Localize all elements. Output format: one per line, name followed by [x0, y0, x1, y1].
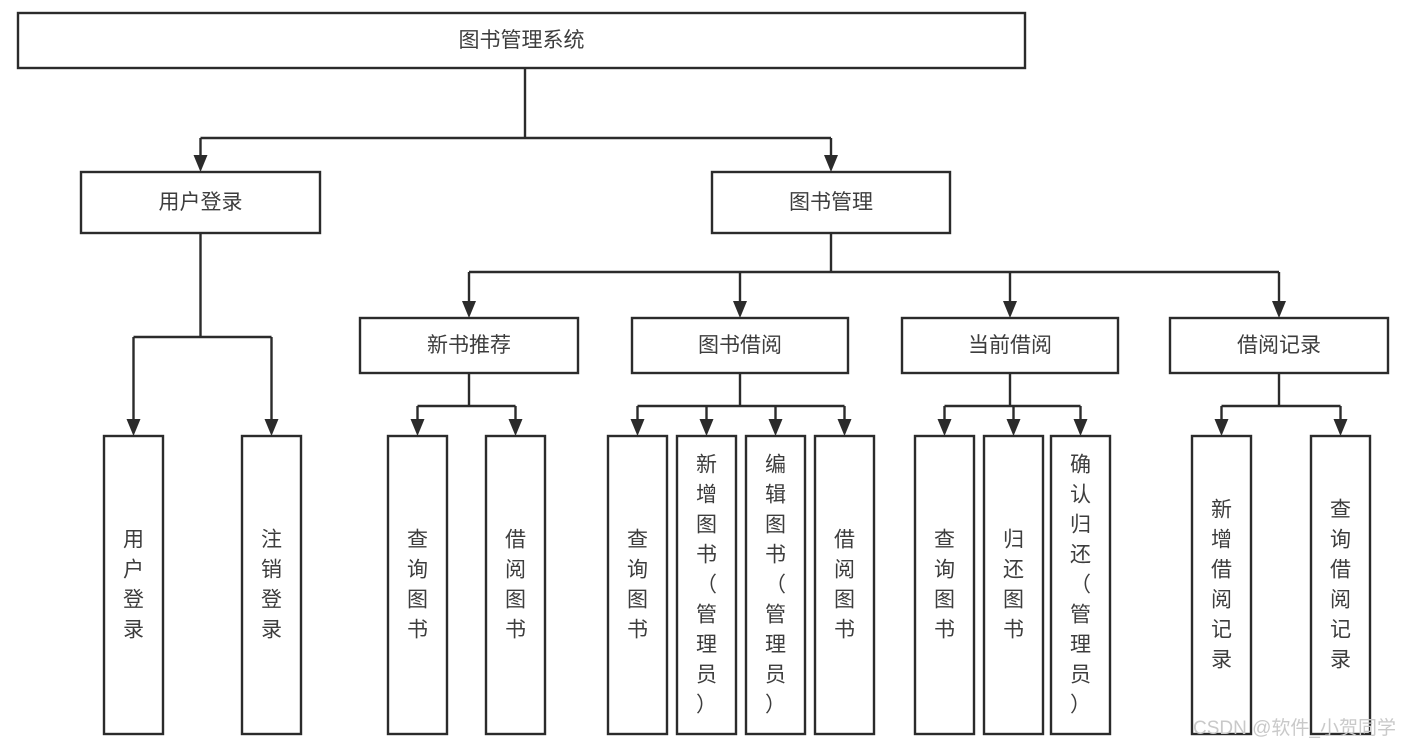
csdn-watermark: CSDN @软件_小贺同学	[1193, 717, 1396, 739]
node-box-borrow-record[interactable]	[1168, 316, 1390, 375]
leaf-user-login-arrow-0	[126, 419, 141, 436]
node-label-leaf-query-book-3: 查询图书	[934, 529, 955, 642]
node-box-book-borrow[interactable]	[630, 316, 850, 375]
leaf-borrow-record-arrow-1	[1333, 419, 1348, 436]
node-box-leaf-query-book-2[interactable]	[606, 434, 669, 736]
node-label-leaf-logout: 注销登录	[261, 529, 282, 642]
node-leaf-confirm-return[interactable]: 确认归还（管理员）	[1049, 434, 1112, 736]
node-box-book-manage[interactable]	[710, 170, 952, 235]
node-label-current-borrow: 当前借阅	[968, 334, 1052, 357]
node-leaf-return-book[interactable]: 归还图书	[982, 434, 1045, 736]
nodes-layer: 图书管理系统用户登录图书管理新书推荐图书借阅当前借阅借阅记录用户登录注销登录查询…	[16, 11, 1390, 736]
node-leaf-query-record[interactable]: 查询借阅记录	[1309, 434, 1372, 736]
node-leaf-edit-book[interactable]: 编辑图书（管理员）	[744, 434, 807, 736]
leaf-book-borrow-arrow-2	[768, 419, 783, 436]
node-box-leaf-confirm-return[interactable]	[1049, 434, 1112, 736]
node-box-new-book-recommend[interactable]	[358, 316, 580, 375]
node-leaf-query-book-1[interactable]: 查询图书	[386, 434, 449, 736]
leaf-new-book-recommend-arrow-1	[508, 419, 523, 436]
leaf-book-borrow-arrow-3	[837, 419, 852, 436]
node-box-leaf-add-book[interactable]	[675, 434, 738, 736]
node-label-leaf-borrow-book-1: 借阅图书	[505, 529, 526, 642]
node-leaf-query-book-2[interactable]: 查询图书	[606, 434, 669, 736]
node-box-leaf-logout[interactable]	[240, 434, 303, 736]
node-label-root: 图书管理系统	[459, 29, 585, 52]
node-box-leaf-user-login[interactable]	[102, 434, 165, 736]
node-new-book-recommend[interactable]: 新书推荐	[358, 316, 580, 375]
node-user-login[interactable]: 用户登录	[79, 170, 322, 235]
leaf-borrow-record-arrow-0	[1214, 419, 1229, 436]
node-leaf-query-book-3[interactable]: 查询图书	[913, 434, 976, 736]
node-label-leaf-query-book-2: 查询图书	[627, 529, 648, 642]
node-label-leaf-return-book: 归还图书	[1003, 529, 1024, 642]
node-label-book-manage: 图书管理	[789, 191, 873, 214]
node-label-user-login: 用户登录	[159, 191, 243, 214]
node-book-manage[interactable]: 图书管理	[710, 170, 952, 235]
leaf-current-borrow-arrow-2	[1073, 419, 1088, 436]
node-label-leaf-edit-book: 编辑图书（管理员）	[765, 454, 786, 717]
leaf-current-borrow-arrow-0	[937, 419, 952, 436]
leaf-current-borrow-arrow-1	[1006, 419, 1021, 436]
node-leaf-borrow-book-1[interactable]: 借阅图书	[484, 434, 547, 736]
node-label-borrow-record: 借阅记录	[1237, 334, 1321, 357]
leaf-user-login-arrow-1	[264, 419, 279, 436]
node-leaf-logout[interactable]: 注销登录	[240, 434, 303, 736]
node-box-current-borrow[interactable]	[900, 316, 1120, 375]
node-label-leaf-query-record: 查询借阅记录	[1330, 499, 1351, 672]
root-to-l2-arrow-0	[193, 155, 208, 172]
leaf-new-book-recommend-arrow-0	[410, 419, 425, 436]
leaf-book-borrow-arrow-1	[699, 419, 714, 436]
node-label-leaf-query-book-1: 查询图书	[407, 529, 428, 642]
node-label-leaf-confirm-return: 确认归还（管理员）	[1070, 454, 1091, 717]
node-label-leaf-add-record: 新增借阅记录	[1211, 499, 1232, 672]
l2-to-l3-arrow-3	[1272, 301, 1286, 318]
node-label-leaf-borrow-book-2: 借阅图书	[834, 529, 855, 642]
node-box-leaf-edit-book[interactable]	[744, 434, 807, 736]
l2-to-l3-arrow-2	[1003, 301, 1017, 318]
node-box-leaf-borrow-book-1[interactable]	[484, 434, 547, 736]
node-label-book-borrow: 图书借阅	[698, 334, 782, 357]
node-box-user-login[interactable]	[79, 170, 322, 235]
node-label-new-book-recommend: 新书推荐	[427, 334, 511, 357]
l2-to-l3-arrow-0	[462, 301, 476, 318]
node-box-leaf-return-book[interactable]	[982, 434, 1045, 736]
node-label-leaf-add-book: 新增图书（管理员）	[696, 454, 717, 717]
node-box-leaf-borrow-book-2[interactable]	[813, 434, 876, 736]
node-current-borrow[interactable]: 当前借阅	[900, 316, 1120, 375]
connectors-layer	[126, 68, 1348, 436]
node-leaf-user-login[interactable]: 用户登录	[102, 434, 165, 736]
node-box-leaf-query-book-3[interactable]	[913, 434, 976, 736]
node-root[interactable]: 图书管理系统	[16, 11, 1027, 70]
node-leaf-add-book[interactable]: 新增图书（管理员）	[675, 434, 738, 736]
node-box-leaf-add-record[interactable]	[1190, 434, 1253, 736]
l2-to-l3-arrow-1	[733, 301, 747, 318]
node-book-borrow[interactable]: 图书借阅	[630, 316, 850, 375]
node-leaf-borrow-book-2[interactable]: 借阅图书	[813, 434, 876, 736]
leaf-book-borrow-arrow-0	[630, 419, 645, 436]
node-label-leaf-user-login: 用户登录	[123, 529, 144, 642]
node-borrow-record[interactable]: 借阅记录	[1168, 316, 1390, 375]
node-box-leaf-query-record[interactable]	[1309, 434, 1372, 736]
root-to-l2-arrow-1	[824, 155, 838, 172]
node-leaf-add-record[interactable]: 新增借阅记录	[1190, 434, 1253, 736]
node-box-leaf-query-book-1[interactable]	[386, 434, 449, 736]
node-box-root[interactable]	[16, 11, 1027, 70]
